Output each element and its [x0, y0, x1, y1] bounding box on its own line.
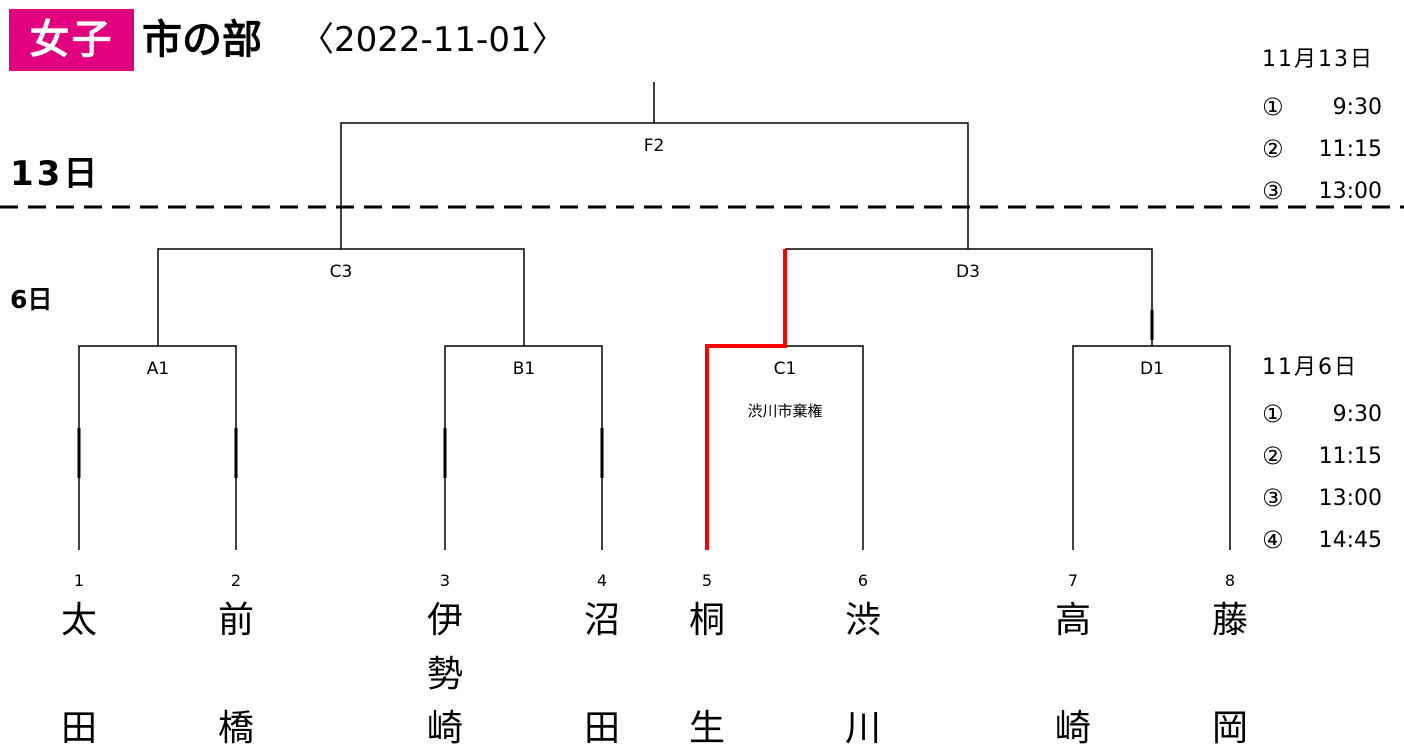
team-name-char: 田 [61, 708, 97, 749]
schedule-13-row-time: 11:15 [1318, 136, 1382, 162]
bracket-ticks [77, 310, 1154, 478]
team-seed: 8 [1225, 571, 1235, 590]
schedule-6-row-num: ① [1262, 400, 1284, 428]
schedule-6: 11月6日 ① 9:30 ② 11:15 ③ 13:00 ④ 14:45 [1262, 353, 1392, 561]
match-label-d3: D3 [956, 262, 980, 282]
schedule-6-row-num: ③ [1262, 484, 1284, 512]
match-label-c3: C3 [330, 262, 353, 282]
page-date: 〈2022-11-01〉 [300, 20, 566, 60]
team-name-char: 橋 [218, 708, 254, 749]
team-name-char: 伊 [427, 600, 463, 641]
team-name-char: 崎 [1055, 708, 1091, 749]
match-label-a1: A1 [147, 359, 169, 379]
team-seed: 3 [440, 571, 450, 590]
team-seed: 4 [597, 571, 607, 590]
match-d1-line [1072, 345, 1231, 550]
team-name-char: 崎 [427, 708, 463, 749]
team-name-char: 前 [218, 600, 254, 641]
schedule-6-row-time: 9:30 [1332, 401, 1382, 427]
team-seed: 2 [231, 571, 241, 590]
schedule-13-row-num: ① [1262, 93, 1284, 121]
schedule-13-date: 11月13日 [1262, 47, 1374, 72]
team-name-char: 高 [1055, 600, 1091, 641]
schedule-13-row-num: ② [1262, 135, 1284, 163]
match-c3-line [157, 248, 525, 346]
schedule-6-row-time: 14:45 [1318, 527, 1382, 553]
schedule-13-row-time: 9:30 [1332, 94, 1382, 120]
team-name-char: 渋 [845, 600, 881, 641]
winner-path [705, 249, 787, 550]
team-name-char: 沼 [584, 600, 620, 641]
team-name-char: 桐 [689, 600, 725, 641]
match-label-d1: D1 [1140, 359, 1164, 379]
match-f2-line [340, 122, 969, 249]
match-label-b1: B1 [513, 359, 535, 379]
team-name-char: 岡 [1212, 708, 1248, 749]
page-title: 市の部 [142, 17, 262, 63]
schedule-13-row: ③ 13:00 [1262, 170, 1392, 212]
forfeit-note: 渋川市棄権 [747, 402, 822, 420]
schedule-6-row: ④ 14:45 [1262, 519, 1392, 561]
team-name-char: 生 [689, 708, 725, 749]
schedule-13-row: ② 11:15 [1262, 128, 1392, 170]
day-label-6: 6日 [10, 285, 53, 314]
schedule-13: 11月13日 ① 9:30 ② 11:15 ③ 13:00 [1262, 46, 1392, 212]
schedule-6-row-num: ② [1262, 442, 1284, 470]
schedule-6-date: 11月6日 [1262, 355, 1358, 380]
match-label-f2: F2 [644, 136, 665, 156]
schedule-6-row-time: 11:15 [1318, 443, 1382, 469]
team-seed: 7 [1068, 571, 1078, 590]
schedule-13-row-num: ③ [1262, 177, 1284, 205]
match-label-c1: C1 [774, 359, 797, 379]
team-name-char: 田 [584, 708, 620, 749]
team-seed: 6 [858, 571, 868, 590]
team-name-char: 太 [61, 600, 97, 641]
schedule-13-row: ① 9:30 [1262, 86, 1392, 128]
team-seed: 1 [74, 571, 84, 590]
category-badge: 女子 [9, 9, 134, 71]
schedule-6-row: ③ 13:00 [1262, 477, 1392, 519]
day-label-13: 13日 [10, 154, 101, 194]
team-seed: 5 [702, 571, 712, 590]
schedule-6-row: ② 11:15 [1262, 435, 1392, 477]
schedule-6-row-time: 13:00 [1318, 485, 1382, 511]
schedule-6-row: ① 9:30 [1262, 393, 1392, 435]
team-name-char: 藤 [1212, 600, 1248, 641]
match-c1-line [785, 345, 864, 550]
team-name-char: 川 [845, 708, 881, 749]
schedule-13-row-time: 13:00 [1318, 178, 1382, 204]
schedule-6-row-num: ④ [1262, 526, 1284, 554]
team-name-char: 勢 [427, 654, 463, 695]
